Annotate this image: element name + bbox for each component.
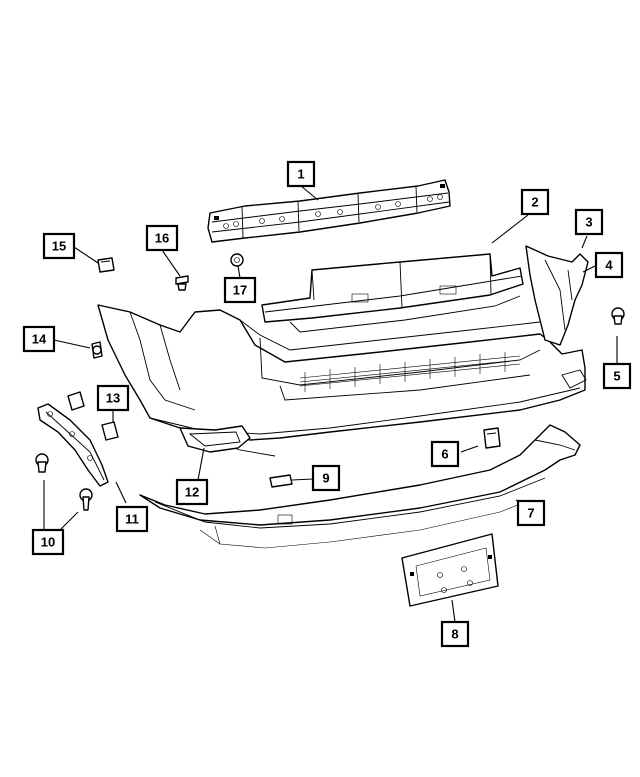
clip-6[interactable]: [483, 427, 501, 449]
leader-lines: [43, 185, 618, 623]
callout-16[interactable]: 16: [145, 224, 179, 252]
callout-10[interactable]: 10: [31, 528, 65, 556]
rear-reflector[interactable]: [179, 425, 251, 453]
callout-label: 9: [322, 471, 329, 486]
callout-12[interactable]: 12: [175, 478, 209, 506]
callout-5[interactable]: 5: [602, 362, 632, 390]
cap-9[interactable]: [269, 474, 293, 488]
callout-17[interactable]: 17: [223, 276, 257, 304]
callout-label: 2: [531, 195, 538, 210]
screw-5[interactable]: [611, 307, 625, 325]
callout-1[interactable]: 1: [286, 160, 316, 188]
callout-3[interactable]: 3: [574, 208, 604, 236]
callout-13[interactable]: 13: [96, 384, 130, 412]
callout-label: 15: [52, 239, 66, 254]
bumper-fascia[interactable]: [97, 245, 589, 457]
callout-8[interactable]: 8: [440, 620, 470, 648]
side-bracket[interactable]: [37, 403, 109, 487]
callout-9[interactable]: 9: [311, 464, 341, 492]
callout-11[interactable]: 11: [115, 505, 149, 533]
callout-label: 17: [233, 283, 247, 298]
callout-4[interactable]: 4: [594, 251, 624, 279]
license-bracket[interactable]: [401, 533, 499, 607]
callout-label: 11: [125, 512, 139, 527]
screws-10[interactable]: [35, 453, 93, 511]
callout-label: 13: [106, 391, 120, 406]
callout-label: 14: [32, 332, 47, 347]
clips-13[interactable]: [67, 391, 119, 441]
push-pin-16[interactable]: [175, 275, 189, 291]
callout-7[interactable]: 7: [516, 499, 546, 527]
lower-valance[interactable]: [139, 424, 581, 549]
callout-label: 4: [605, 258, 613, 273]
callout-label: 10: [41, 535, 55, 550]
callout-15[interactable]: 15: [42, 232, 76, 260]
callout-label: 5: [613, 369, 620, 384]
callout-label: 8: [451, 627, 458, 642]
reinforcement-beam[interactable]: [207, 179, 451, 243]
clip-15[interactable]: [97, 257, 115, 273]
callout-label: 12: [185, 485, 199, 500]
nut-17[interactable]: [230, 253, 244, 267]
energy-absorber[interactable]: [261, 253, 524, 333]
callout-6[interactable]: 6: [430, 440, 460, 468]
callout-14[interactable]: 14: [22, 325, 56, 353]
retainer-14[interactable]: [91, 341, 103, 359]
callout-label: 6: [441, 447, 448, 462]
callout-label: 3: [585, 215, 592, 230]
callout-label: 1: [297, 167, 304, 182]
callout-label: 7: [527, 506, 534, 521]
callout-label: 16: [155, 231, 169, 246]
callout-2[interactable]: 2: [520, 188, 550, 216]
